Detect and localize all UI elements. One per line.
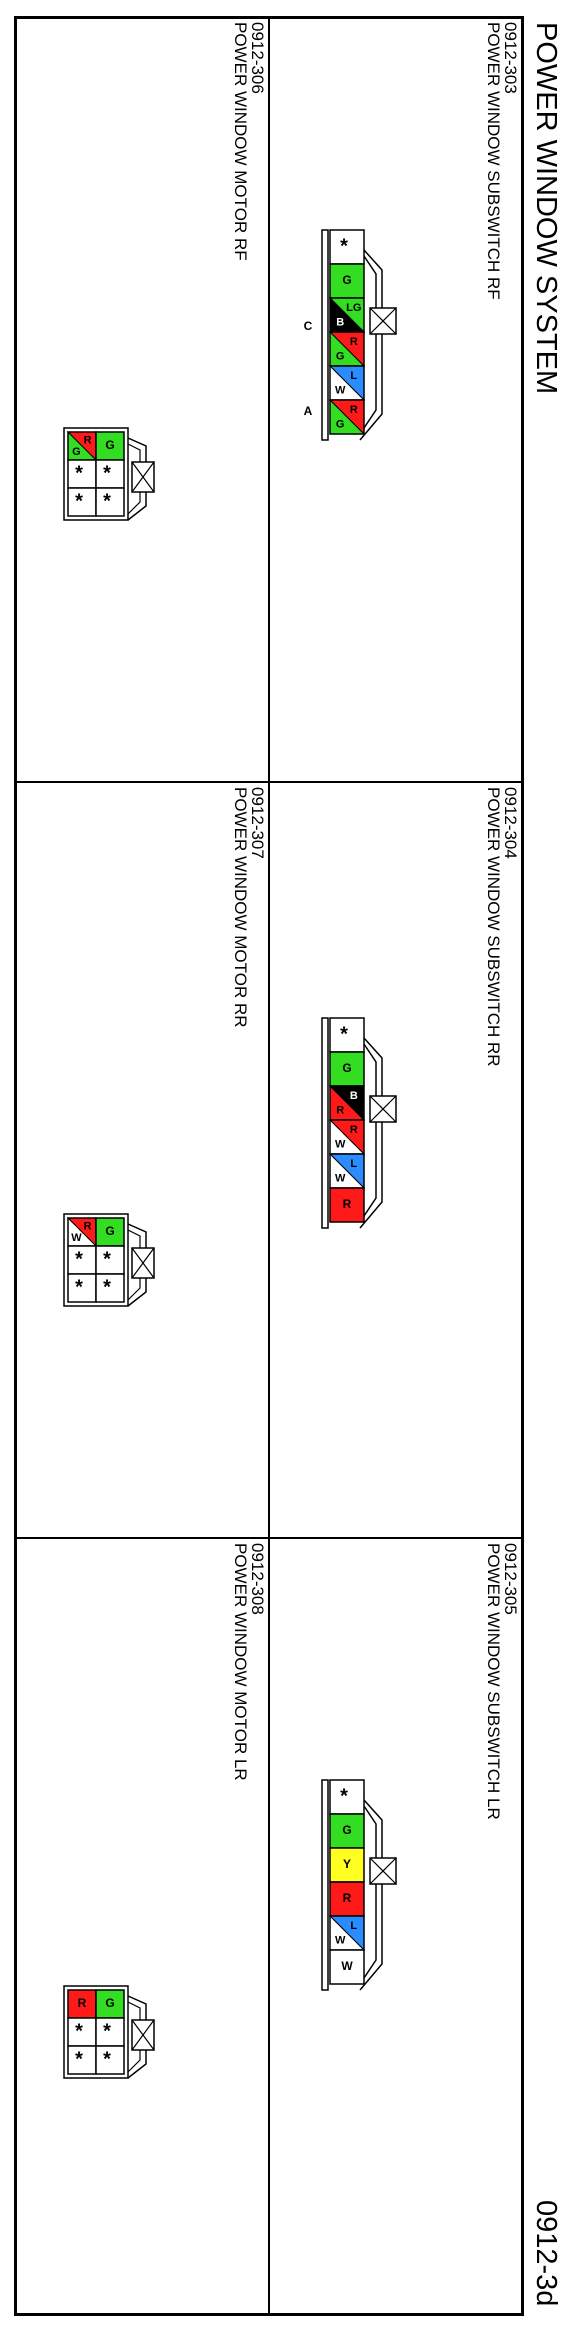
pin-5-label-a: L: [350, 1920, 357, 1932]
connector-0912-307: RW G * * * *: [63, 1213, 155, 1307]
pin-6: [329, 1187, 365, 1223]
motor-pin-2-label: G: [105, 1996, 114, 2010]
motor-pin-4-label: *: [103, 462, 111, 484]
latch-x-2: [369, 1095, 397, 1123]
pin-6: [329, 1949, 365, 1985]
motor-pin-1-label-b: W: [71, 1232, 82, 1244]
motor-latch-x-2: [131, 1247, 155, 1279]
motor-pin-6: [95, 2045, 125, 2075]
motor-pin-2-label: G: [105, 1224, 114, 1238]
motor-pin-5-label: *: [75, 1276, 83, 1298]
motor-latch-x-2: [131, 461, 155, 493]
connector-hood-inner: [359, 255, 377, 435]
pin-6-label-a: R: [350, 404, 358, 416]
motor-pin-4-label: *: [103, 1248, 111, 1270]
pin-5-label-b: W: [335, 384, 346, 396]
pin-2-label: G: [342, 273, 351, 287]
connector-0912-308: R G * * * *: [63, 1985, 155, 2079]
pin-1-label: *: [340, 1785, 348, 1807]
motor-pin-6: [95, 1273, 125, 1303]
connector-hood: [359, 249, 383, 441]
connector-hood: [359, 1799, 383, 1991]
pin-6: [329, 399, 365, 435]
pin-1-label: *: [340, 1023, 348, 1045]
motor-pin-6-label: *: [103, 1276, 111, 1298]
pin-3-label: Y: [343, 1857, 351, 1871]
motor-housing: [63, 427, 129, 521]
pin-4-label-a: R: [350, 336, 358, 348]
side-label-c: C: [304, 319, 313, 333]
connector-rail: [321, 229, 329, 441]
motor-pin-1-label: R: [78, 1996, 87, 2010]
pin-5-label-a: L: [350, 370, 357, 382]
motor-pin-4-label: *: [103, 2020, 111, 2042]
pin-5-label-b: W: [335, 1172, 346, 1184]
pin-4-label-b: G: [336, 350, 345, 362]
motor-pin-6-label: *: [103, 2048, 111, 2070]
side-label-a: A: [304, 404, 313, 418]
connector-hood-inner: [359, 1805, 377, 1985]
latch-x-2: [369, 1857, 397, 1885]
pin-4-label: R: [343, 1891, 352, 1905]
motor-pin-1-label-a: R: [84, 1220, 92, 1232]
motor-housing: [63, 1213, 129, 1307]
motor-pin-6: [95, 487, 125, 517]
pin-3-label-a: LG: [346, 302, 361, 314]
latch-x-2: [369, 307, 397, 335]
motor-pin-3-label: *: [75, 2020, 83, 2042]
pin-2-label: G: [342, 1061, 351, 1075]
pin-5-label-b: W: [335, 1934, 346, 1946]
motor-pin-3-label: *: [75, 1248, 83, 1270]
pin-6-label: W: [341, 1959, 353, 1973]
motor-pin-5-label: *: [75, 2048, 83, 2070]
pin-5-label-a: L: [350, 1158, 357, 1170]
motor-pin-1-label-a: R: [84, 434, 92, 446]
motor-pin-2-label: G: [105, 438, 114, 452]
connector-rail: [321, 1017, 329, 1229]
motor-pin-6-label: *: [103, 490, 111, 512]
motor-pin-5-label: *: [75, 490, 83, 512]
connector-rail: [321, 1779, 329, 1991]
pin-4-label-b: W: [335, 1138, 346, 1150]
pin-6-label-b: G: [336, 418, 345, 430]
connector-hood-inner: [359, 1043, 377, 1223]
pin-6-label: R: [343, 1197, 352, 1211]
pin-3-label-a: B: [350, 1090, 358, 1102]
motor-housing: [63, 1985, 129, 2079]
pin-1-label: *: [340, 235, 348, 257]
pin-4-label-a: R: [350, 1124, 358, 1136]
pin-2-label: G: [342, 1823, 351, 1837]
motor-pin-1-label-b: G: [72, 446, 81, 458]
motor-pin-3-label: *: [75, 462, 83, 484]
connector-hood: [359, 1037, 383, 1229]
pin-3-label-b: B: [336, 316, 344, 328]
pin-3-label-b: R: [336, 1104, 344, 1116]
motor-latch-x-2: [131, 2019, 155, 2051]
